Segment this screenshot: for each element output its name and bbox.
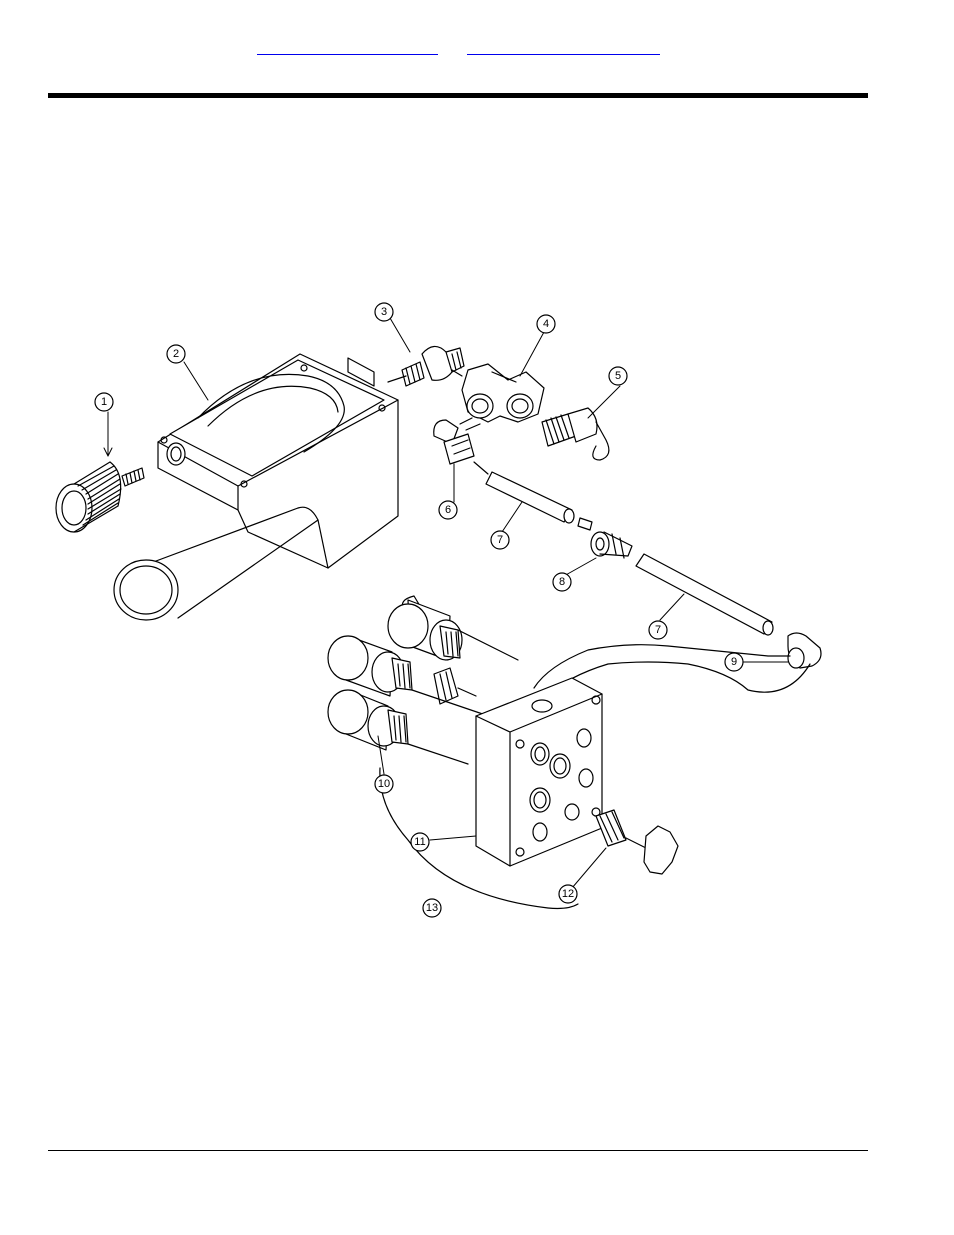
- callout-7-lower: 7: [655, 624, 661, 636]
- callout-10: 10: [378, 778, 390, 790]
- pump-housing-part: [114, 354, 398, 620]
- callout-12: 12: [562, 888, 574, 900]
- hose-upper-part: [474, 462, 574, 523]
- quick-coupler-part: [542, 408, 609, 460]
- callout-5: 5: [615, 370, 621, 382]
- strainer-part: [56, 462, 144, 532]
- parts-diagram: 1 2 3 4 5 6 7 8 7 9 10 11 12 13: [48, 296, 830, 924]
- tee-fitting-part: [452, 364, 544, 422]
- callout-7-upper: 7: [497, 534, 503, 546]
- callout-3: 3: [381, 306, 387, 318]
- callout-13: 13: [426, 902, 438, 914]
- manifold-block-part: [476, 678, 602, 866]
- callout-9: 9: [731, 656, 737, 668]
- callout-2: 2: [173, 348, 179, 360]
- connector-elbow-part: [434, 418, 480, 464]
- callout-8: 8: [559, 576, 565, 588]
- callout-4: 4: [543, 318, 549, 330]
- callout-11: 11: [414, 836, 425, 848]
- callout-leaders: [104, 318, 788, 888]
- hose-elbow-part: [788, 633, 821, 668]
- valve-handle-part: [596, 810, 678, 874]
- callout-6: 6: [445, 504, 451, 516]
- callout-1: 1: [101, 396, 107, 408]
- header-rule: [48, 93, 868, 98]
- bulkhead-fitting-part: [578, 518, 632, 558]
- elbow-fitting-part: [388, 346, 464, 386]
- header-link-1[interactable]: [257, 38, 438, 55]
- footer-rule: [48, 1150, 868, 1151]
- header-link-2[interactable]: [467, 38, 660, 55]
